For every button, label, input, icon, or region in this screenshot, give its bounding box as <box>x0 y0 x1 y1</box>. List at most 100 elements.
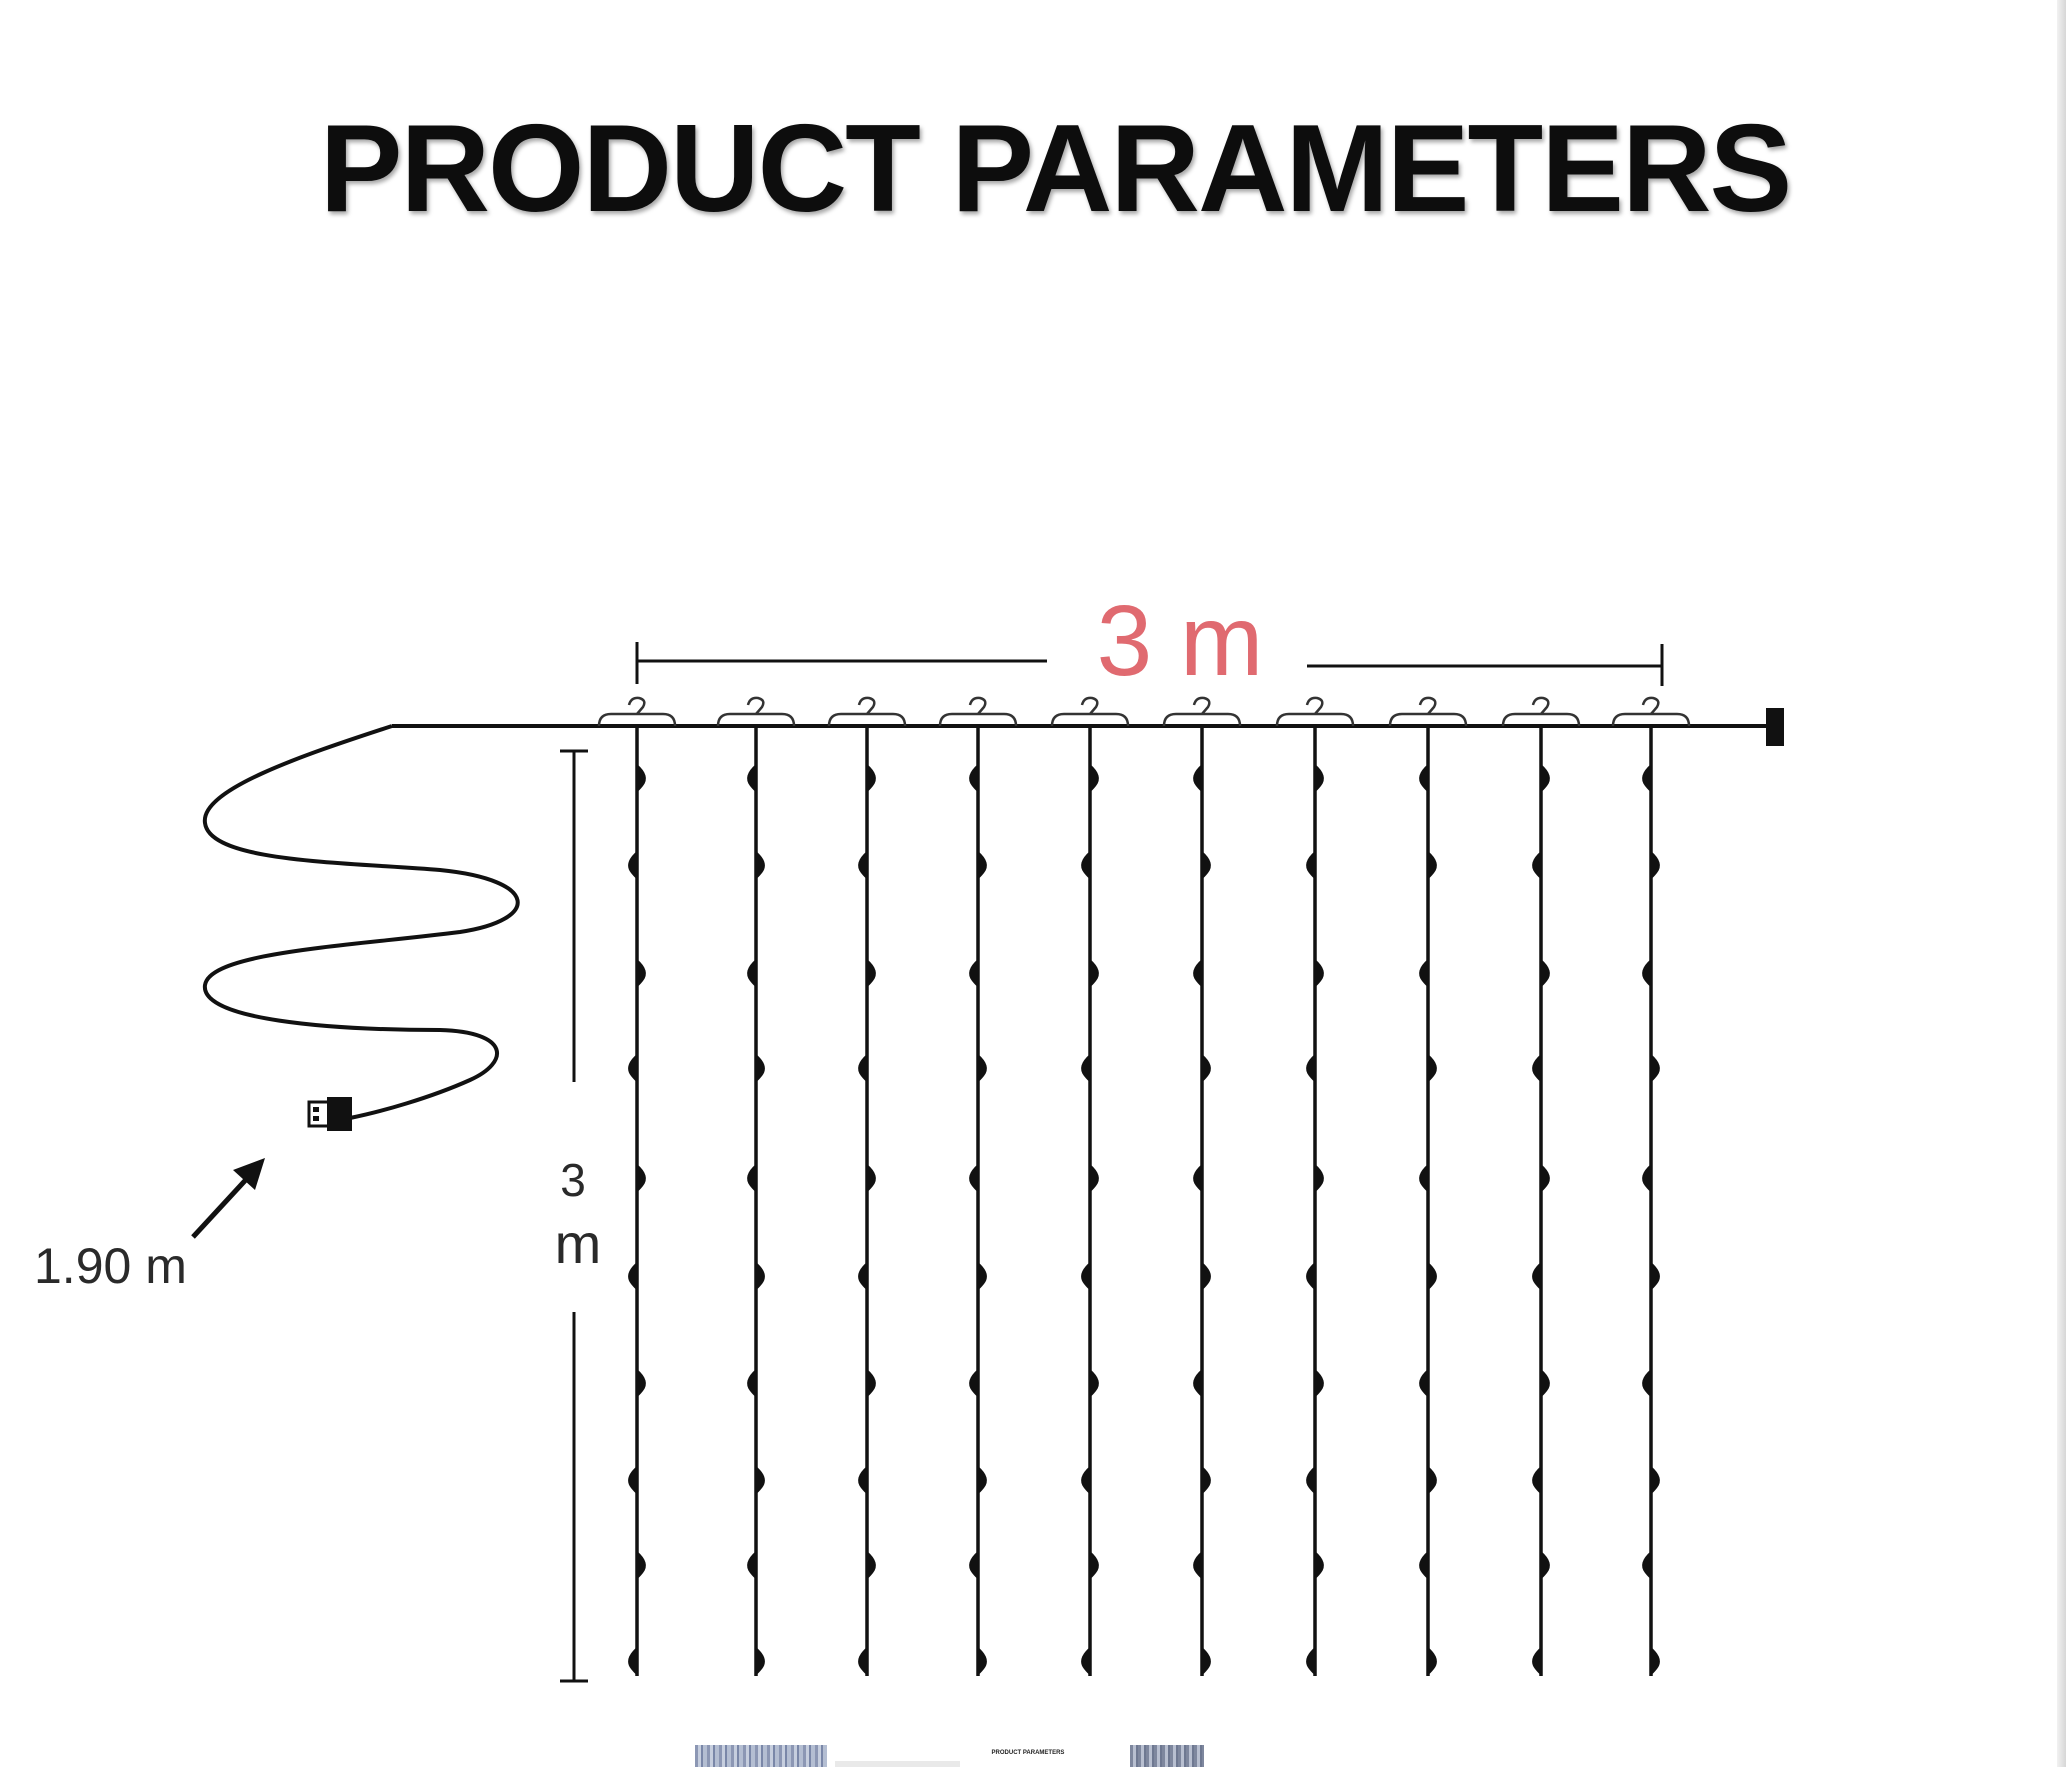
led-bulb-icon <box>1315 1551 1324 1579</box>
led-bulb-icon <box>747 959 756 987</box>
usb-plug-icon <box>307 1097 352 1131</box>
thumbnail-1[interactable] <box>695 1745 827 1767</box>
led-bulb-icon <box>969 959 978 987</box>
led-bulb-icon <box>1090 1164 1099 1192</box>
led-bulb-icon <box>867 1164 876 1192</box>
led-bulb-icon <box>637 959 646 987</box>
strands-group <box>628 726 1660 1676</box>
led-bulb-icon <box>1541 1551 1550 1579</box>
led-bulb-icon <box>1315 764 1324 792</box>
led-bulb-icon <box>1315 959 1324 987</box>
hook-icon <box>827 696 907 727</box>
led-bulb-icon <box>628 1054 637 1082</box>
led-bulb-icon <box>1642 959 1651 987</box>
hook-icon <box>1275 696 1355 727</box>
led-bulb-icon <box>628 1647 637 1675</box>
led-bulb-icon <box>1090 764 1099 792</box>
hook-icon <box>1501 696 1581 727</box>
led-bulb-icon <box>1642 764 1651 792</box>
led-bulb-icon <box>969 1369 978 1397</box>
led-bulb-icon <box>1428 1054 1437 1082</box>
led-bulb-icon <box>1090 959 1099 987</box>
led-bulb-icon <box>858 851 867 879</box>
led-bulb-icon <box>1428 1262 1437 1290</box>
led-bulb-icon <box>1081 1466 1090 1494</box>
led-bulb-icon <box>978 1054 987 1082</box>
led-bulb-icon <box>1306 1054 1315 1082</box>
hook-icon <box>938 696 1018 727</box>
led-bulb-icon <box>1081 1262 1090 1290</box>
led-bulb-icon <box>747 1551 756 1579</box>
led-bulb-icon <box>637 1369 646 1397</box>
thumbnail-strip: PRODUCT PARAMETERS <box>690 1745 1210 1767</box>
led-bulb-icon <box>1651 1262 1660 1290</box>
led-bulb-icon <box>747 764 756 792</box>
led-bulb-icon <box>1532 1262 1541 1290</box>
height-label-number: 3 <box>560 1154 586 1206</box>
led-bulb-icon <box>1202 1054 1211 1082</box>
led-bulb-icon <box>978 1466 987 1494</box>
height-dimension: 3 m <box>555 749 601 1683</box>
led-bulb-icon <box>1090 1551 1099 1579</box>
led-bulb-icon <box>969 1164 978 1192</box>
led-bulb-icon <box>1419 1369 1428 1397</box>
hook-icon <box>1611 696 1691 727</box>
led-bulb-icon <box>1419 764 1428 792</box>
thumbnail-2[interactable] <box>835 1761 960 1767</box>
led-bulb-icon <box>1202 851 1211 879</box>
hook-icon <box>1162 696 1242 727</box>
led-bulb-icon <box>1419 959 1428 987</box>
led-bulb-icon <box>1081 1054 1090 1082</box>
led-bulb-icon <box>1651 1647 1660 1675</box>
hook-icon <box>1050 696 1130 727</box>
led-bulb-icon <box>1419 1164 1428 1192</box>
led-bulb-icon <box>1532 1054 1541 1082</box>
led-bulb-icon <box>1541 959 1550 987</box>
led-bulb-icon <box>756 851 765 879</box>
led-bulb-icon <box>1651 1466 1660 1494</box>
led-bulb-icon <box>867 764 876 792</box>
led-bulb-icon <box>1315 1164 1324 1192</box>
led-bulb-icon <box>867 959 876 987</box>
cable-length-label: 1.90 m <box>34 1238 187 1294</box>
led-bulb-icon <box>628 851 637 879</box>
led-bulb-icon <box>1532 851 1541 879</box>
led-bulb-icon <box>756 1466 765 1494</box>
led-bulb-icon <box>1642 1369 1651 1397</box>
led-bulb-icon <box>628 1262 637 1290</box>
hook-icon <box>1388 696 1468 727</box>
led-bulb-icon <box>978 851 987 879</box>
led-bulb-icon <box>637 764 646 792</box>
width-label: 3 m <box>1097 585 1264 697</box>
led-bulb-icon <box>1306 1647 1315 1675</box>
thumbnail-4[interactable] <box>1130 1745 1204 1767</box>
coiled-cable <box>202 724 520 1120</box>
led-bulb-icon <box>756 1647 765 1675</box>
led-bulb-icon <box>1651 851 1660 879</box>
led-bulb-icon <box>1541 1369 1550 1397</box>
led-bulb-icon <box>969 1551 978 1579</box>
led-bulb-icon <box>858 1647 867 1675</box>
led-bulb-icon <box>1541 764 1550 792</box>
led-bulb-icon <box>1642 1551 1651 1579</box>
led-bulb-icon <box>1651 1054 1660 1082</box>
led-bulb-icon <box>1202 1466 1211 1494</box>
led-bulb-icon <box>628 1466 637 1494</box>
hook-icon <box>716 696 796 727</box>
led-bulb-icon <box>1081 851 1090 879</box>
led-bulb-icon <box>1193 959 1202 987</box>
led-bulb-icon <box>867 1369 876 1397</box>
thumbnail-3[interactable]: PRODUCT PARAMETERS <box>968 1745 1088 1767</box>
hooks-group <box>597 696 1691 727</box>
led-bulb-icon <box>637 1164 646 1192</box>
led-bulb-icon <box>858 1262 867 1290</box>
led-bulb-icon <box>1306 1466 1315 1494</box>
end-cap-icon <box>1766 708 1784 746</box>
led-bulb-icon <box>1532 1647 1541 1675</box>
led-bulb-icon <box>858 1054 867 1082</box>
led-bulb-icon <box>978 1262 987 1290</box>
led-bulb-icon <box>1306 851 1315 879</box>
led-bulb-icon <box>1090 1369 1099 1397</box>
